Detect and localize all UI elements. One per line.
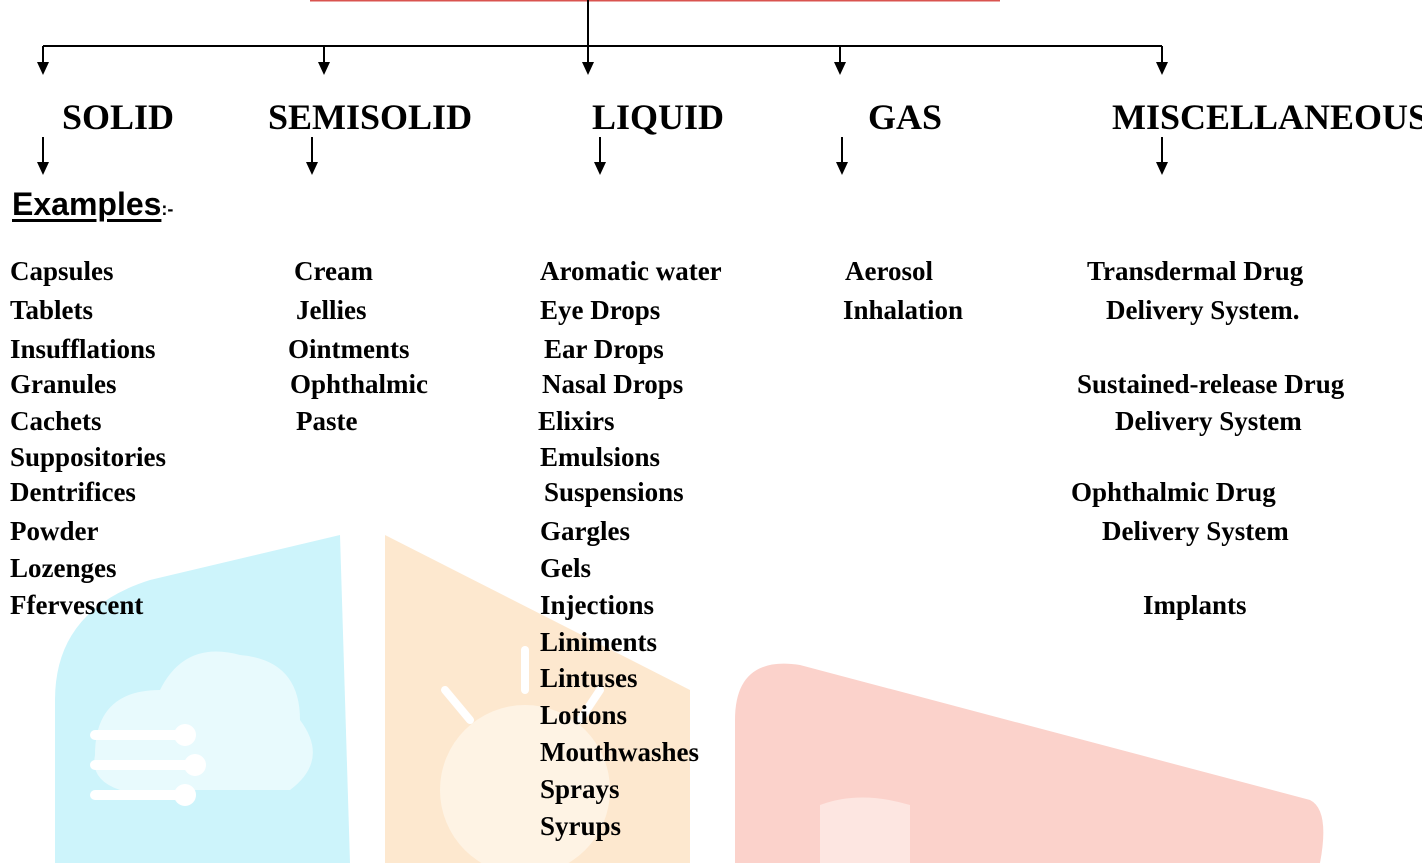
list-item: Transdermal Drug	[1087, 256, 1304, 286]
category-solid: SOLID	[62, 97, 175, 137]
list-item: Granules	[10, 369, 117, 399]
examples-heading: Examples:-	[12, 186, 173, 223]
list-item: Gargles	[540, 516, 630, 546]
list-item: Ear Drops	[544, 334, 664, 364]
arrow-down-icon	[37, 137, 49, 175]
list-item: Inhalation	[843, 295, 964, 325]
list-item: Gels	[540, 553, 591, 583]
list-item: Jellies	[296, 295, 367, 325]
examples-suffix: :-	[161, 199, 174, 219]
list-item: Suspensions	[544, 477, 684, 507]
examples-label: Examples	[12, 186, 162, 222]
list-item: Lozenges	[10, 553, 117, 583]
arrow-down-icon	[1156, 137, 1168, 175]
list-item: Tablets	[10, 295, 94, 325]
list-item: Delivery System	[1115, 406, 1302, 436]
list-item: Lintuses	[540, 663, 638, 693]
book-icon	[735, 663, 1324, 863]
cloud-icon	[55, 535, 350, 863]
list-item: Sustained-release Drug	[1077, 369, 1345, 399]
category-liquid: LIQUID	[592, 97, 725, 137]
arrow-down-icon	[37, 46, 49, 75]
list-item: Ointments	[288, 334, 410, 364]
arrow-down-icon	[834, 46, 846, 75]
list-item: Lotions	[540, 700, 628, 730]
arrow-down-icon	[582, 46, 594, 75]
arrow-down-icon	[306, 137, 318, 175]
list-item: Ophthalmic Drug	[1071, 477, 1276, 507]
list-item: Cachets	[10, 406, 102, 436]
list-item: Elixirs	[538, 406, 615, 436]
list-item: Ffervescent	[10, 590, 144, 620]
list-item: Emulsions	[540, 442, 661, 472]
lightbulb-icon	[385, 535, 690, 863]
arrow-down-icon	[594, 137, 606, 175]
list-item: Suppositories	[10, 442, 167, 472]
list-item: Cream	[294, 256, 373, 286]
list-item: Syrups	[540, 811, 622, 841]
category-semisolid: SEMISOLID	[268, 97, 473, 137]
list-item: Injections	[540, 590, 654, 620]
list-item: Nasal Drops	[542, 369, 684, 399]
list-item: Delivery System	[1102, 516, 1289, 546]
list-item: Implants	[1143, 590, 1247, 620]
list-item: Powder	[10, 516, 99, 546]
arrow-down-icon	[1156, 46, 1168, 75]
list-item: Eye Drops	[540, 295, 661, 325]
list-item: Capsules	[10, 256, 114, 286]
list-item: Ophthalmic	[290, 369, 429, 399]
list-item: Paste	[296, 406, 358, 436]
list-item: Dentrifices	[10, 477, 136, 507]
list-item: Mouthwashes	[540, 737, 700, 767]
list-item: Insufflations	[10, 334, 156, 364]
arrow-down-icon	[836, 137, 848, 175]
arrow-down-icon	[318, 46, 330, 75]
category-gas: GAS	[868, 97, 943, 137]
list-item: Aerosol	[845, 256, 933, 286]
list-item: Sprays	[540, 774, 620, 804]
list-item: Delivery System.	[1106, 295, 1300, 325]
category-miscellaneous: MISCELLANEOUS	[1112, 97, 1422, 137]
list-item: Aromatic water	[540, 256, 722, 286]
list-item: Liniments	[540, 627, 658, 657]
